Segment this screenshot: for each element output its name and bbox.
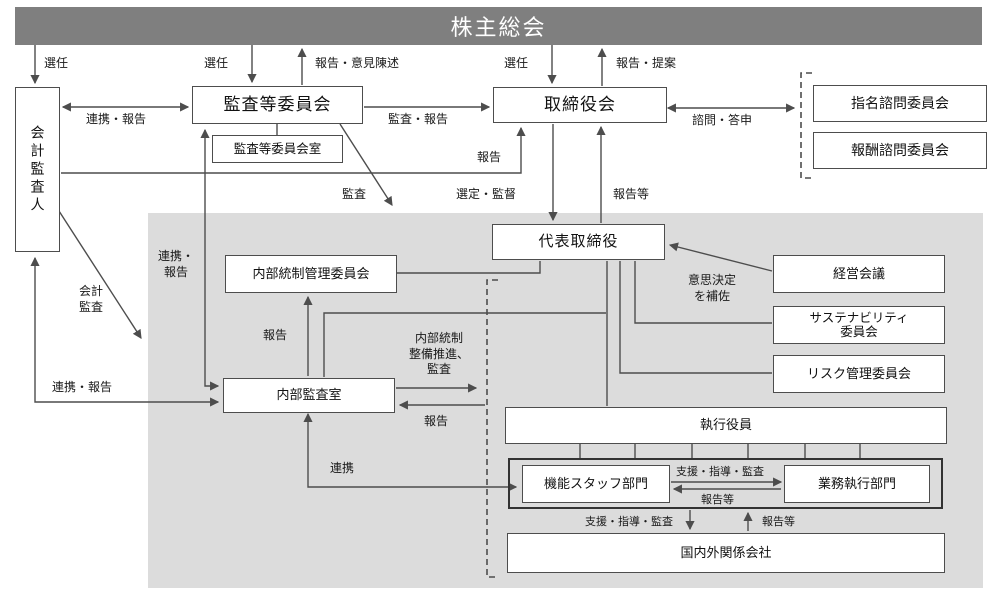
label-cooperation-report-mid: 連携・ 報告 — [157, 249, 194, 279]
arrow-cooperation-report-left — [30, 256, 220, 407]
arrow-cooperation — [303, 412, 518, 492]
nomination-advisory-box: 指名諮問委員会 — [813, 85, 987, 122]
representative-director-box: 代表取締役 — [492, 224, 665, 260]
business-execution-box: 業務執行部門 — [784, 465, 930, 503]
affiliates-box: 国内外関係会社 — [507, 533, 945, 573]
label-report-proposal: 報告・提案 — [616, 56, 677, 70]
label-support-guide-audit-inner: 支援・指導・監査 — [676, 466, 764, 478]
accounting-auditor-box: 会計監査人 — [15, 87, 60, 252]
label-internal-control-promotion: 内部統制 整備推進、 監査 — [408, 331, 469, 377]
arrow-cooperation-report-mid — [200, 128, 220, 391]
executive-officers-box: 執行役員 — [505, 407, 947, 444]
label-cooperation: 連携 — [330, 461, 355, 475]
line-to-sustainability — [634, 261, 772, 324]
label-reports-etc-lower: 報告等 — [762, 516, 795, 528]
label-audit-report: 監査・報告 — [388, 112, 449, 126]
compensation-advisory-box: 報酬諮問委員会 — [813, 132, 987, 169]
arrow-audit-diagonal — [339, 123, 393, 206]
arrow-accounting-audit — [58, 210, 142, 339]
label-reports-etc-to-board: 報告等 — [613, 187, 650, 201]
label-reports-etc-inner: 報告等 — [701, 494, 734, 506]
line-icc-to-representative — [397, 261, 541, 274]
label-select-supervise: 選定・監督 — [456, 187, 517, 201]
label-support-guide-audit-lower: 支援・指導・監査 — [585, 516, 673, 528]
label-report-internal-control: 報告 — [263, 328, 288, 342]
line-to-risk — [619, 261, 772, 374]
board-of-directors-box: 取締役会 — [493, 87, 667, 123]
label-report-to-board: 報告 — [477, 150, 502, 164]
label-accounting-audit: 会計 監査 — [78, 284, 103, 314]
functional-staff-box: 機能スタッフ部門 — [522, 465, 670, 503]
label-report-opinion: 報告・意見陳述 — [315, 56, 400, 70]
label-appoint-auditor: 選任 — [44, 56, 69, 70]
audit-committee-box: 監査等委員会 — [192, 86, 363, 124]
risk-committee-box: リスク管理委員会 — [773, 355, 945, 393]
label-assist-decision: 意思決定 を補佐 — [687, 273, 736, 303]
label-cooperation-report-top: 連携・報告 — [86, 112, 147, 126]
dashed-advisory-bracket — [800, 72, 812, 179]
internal-control-committee-box: 内部統制管理委員会 — [225, 255, 397, 293]
label-consult-reply: 諮問・答申 — [692, 113, 753, 127]
internal-audit-office-box: 内部監査室 — [223, 378, 395, 413]
management-meeting-box: 経営会議 — [773, 255, 945, 293]
label-audit-diagonal: 監査 — [342, 187, 367, 201]
sustainability-committee-box: サステナビリティ 委員会 — [773, 306, 945, 344]
label-report-back: 報告 — [424, 414, 449, 428]
line-internal-audit-junction — [323, 312, 606, 377]
label-appoint-board: 選任 — [504, 56, 529, 70]
arrow-assist-decision — [668, 242, 773, 272]
dashed-audit-boundary — [486, 279, 498, 578]
label-cooperation-report-left: 連携・報告 — [52, 380, 113, 394]
audit-committee-office-box: 監査等委員会室 — [212, 135, 343, 163]
shareholders-meeting-banner: 株主総会 — [15, 7, 982, 45]
label-appoint-committee: 選任 — [204, 56, 229, 70]
